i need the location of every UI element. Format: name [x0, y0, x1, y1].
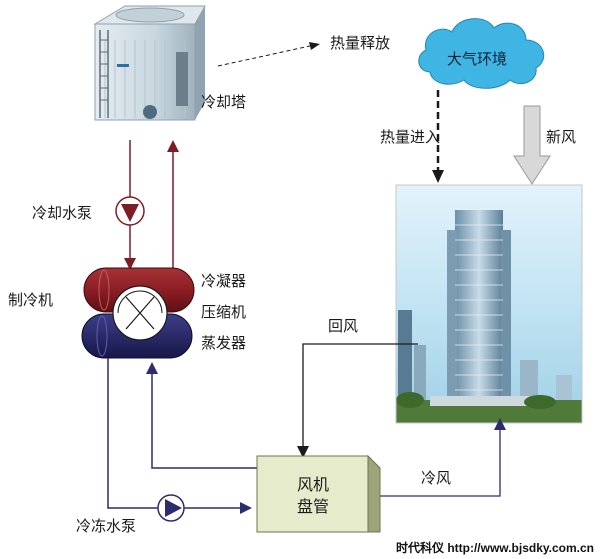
atmosphere-label: 大气环境: [447, 50, 508, 68]
return-air-label: 回风: [328, 317, 359, 335]
fan-coil-unit: [256, 454, 381, 533]
chilled-water-pipes: [107, 358, 257, 514]
compressor-label: 压缩机: [201, 303, 247, 321]
heat-in-label: 热量进入: [380, 128, 441, 146]
chilled-pump-label: 冷冻水泵: [76, 517, 137, 535]
fan-coil-label: 风机 盘管: [268, 474, 358, 518]
cold-air-duct: [380, 418, 506, 497]
cooling-tower-label: 冷却塔: [201, 93, 247, 111]
heat-release-arrow: [217, 42, 320, 67]
fresh-air-arrow: [513, 105, 551, 185]
cold-air-label: 冷风: [421, 469, 452, 487]
chiller-label: 制冷机: [8, 291, 54, 309]
watermark: 时代科仪 http://www.bjsdky.com.cn: [395, 541, 594, 555]
cooling-pump-label: 冷却水泵: [32, 204, 93, 222]
fan-coil-label-line2: 盘管: [296, 497, 329, 516]
compressor-icon: [112, 285, 168, 341]
heat-in-arrow: [432, 90, 444, 183]
fan-coil-label-line1: 风机: [296, 475, 329, 494]
return-air-duct: [297, 343, 418, 458]
evaporator-label: 蒸发器: [201, 334, 247, 352]
fresh-air-label: 新风: [546, 128, 577, 146]
cooling-pump-icon: [115, 196, 145, 226]
building-image: [395, 184, 583, 424]
cooling-tower-icon: [93, 5, 206, 121]
cloud-icon: [418, 18, 545, 89]
heat-release-label: 热量释放: [330, 34, 391, 52]
chilled-pump-icon: [157, 494, 185, 522]
condenser-label: 冷凝器: [201, 272, 247, 290]
